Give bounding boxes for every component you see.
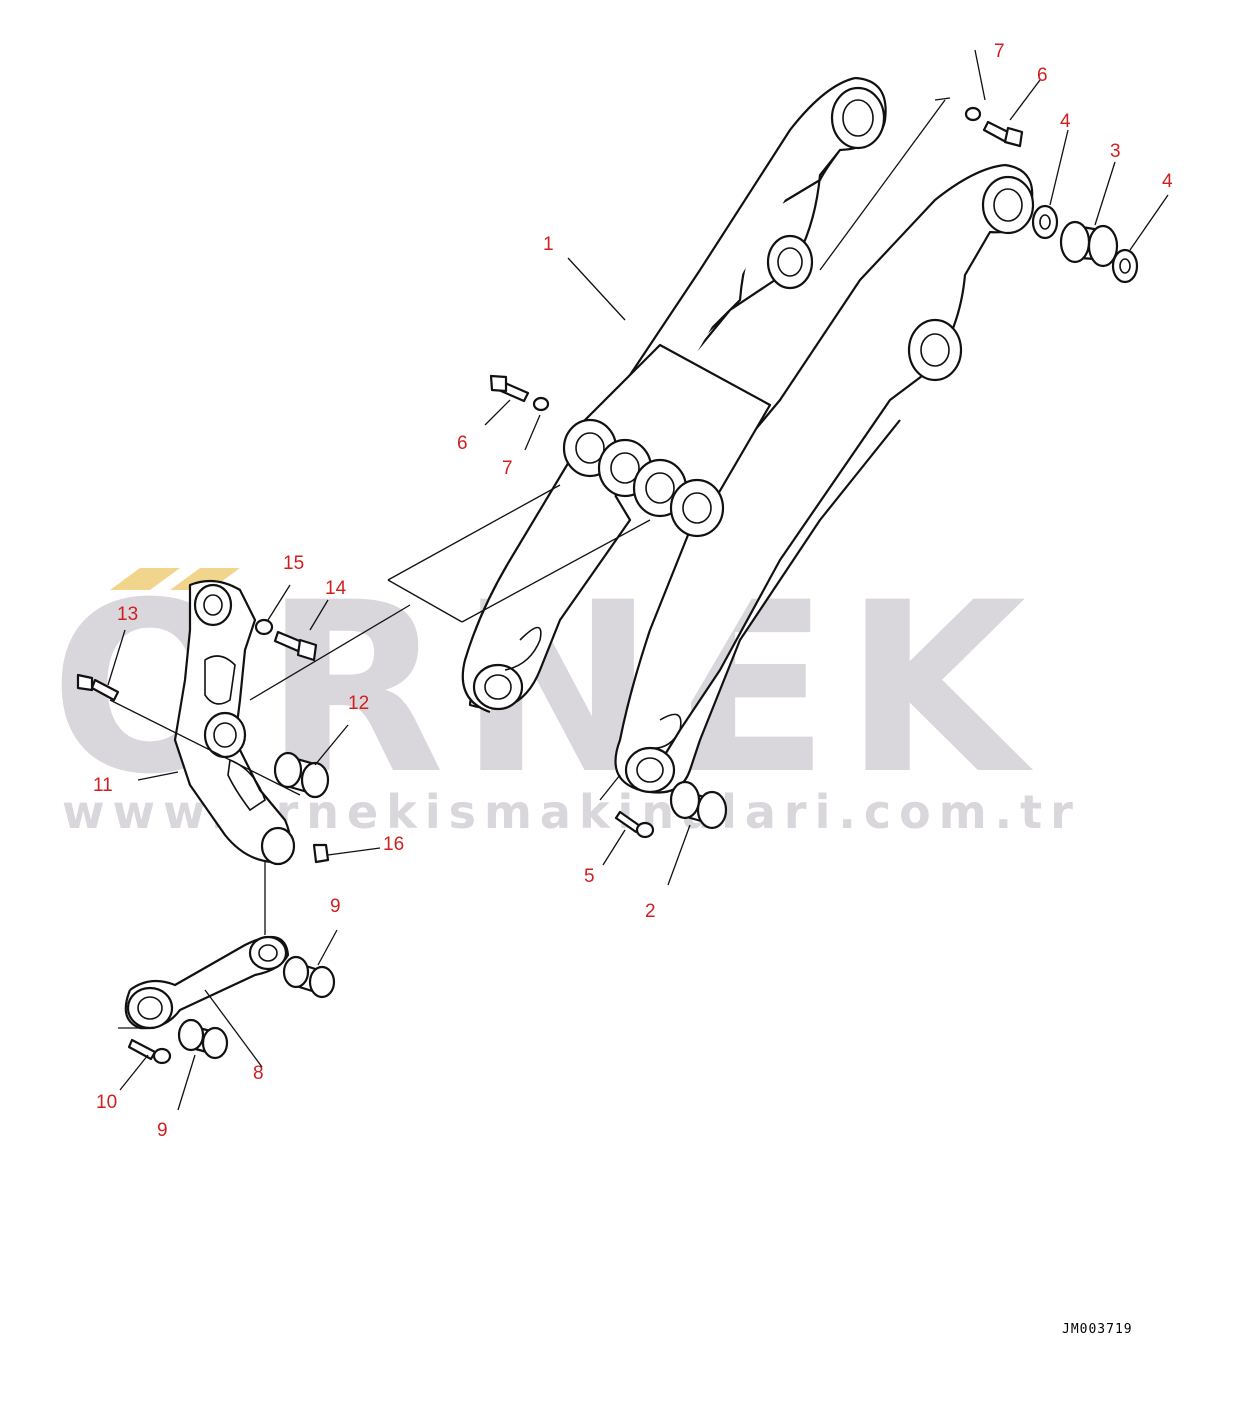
bushing-3 <box>1059 220 1119 268</box>
bell-crank-11 <box>173 579 296 866</box>
washer-7-top <box>964 106 982 122</box>
callout-16: 16 <box>383 834 404 855</box>
callout-10: 10 <box>96 1092 117 1113</box>
bolt-14 <box>273 630 318 662</box>
bushing-9-upper <box>282 955 336 999</box>
bolt-6-top <box>982 120 1024 148</box>
grease-fitting-16 <box>312 843 330 864</box>
bolt-13 <box>76 673 120 702</box>
callout-9-upper: 9 <box>330 896 341 917</box>
bolt-10 <box>127 1038 172 1065</box>
callout-7-top: 7 <box>994 41 1005 62</box>
callout-5: 5 <box>584 866 595 887</box>
drawing-code: JM003719 <box>1062 1322 1133 1337</box>
bolt-5 <box>614 810 655 839</box>
link-8 <box>124 935 290 1030</box>
callout-6-mid: 6 <box>457 433 468 454</box>
callout-2: 2 <box>645 901 656 922</box>
callout-11: 11 <box>93 775 113 796</box>
callout-15: 15 <box>283 553 304 574</box>
bolt-6-mid <box>489 374 530 403</box>
callout-4-left: 4 <box>1060 111 1071 132</box>
washer-15 <box>254 618 274 636</box>
lift-arm-right <box>614 163 1035 794</box>
callout-1: 1 <box>543 234 554 255</box>
callout-7-mid: 7 <box>502 458 513 479</box>
leader-lines <box>107 49 1169 1111</box>
callout-4-right: 4 <box>1162 171 1173 192</box>
callout-6-top: 6 <box>1037 65 1048 86</box>
callout-13: 13 <box>117 604 138 625</box>
bushing-9-lower <box>177 1018 229 1060</box>
callout-14: 14 <box>325 578 347 599</box>
bushing-12 <box>273 751 330 799</box>
washer-7-mid <box>532 396 550 412</box>
bushing-2 <box>669 780 728 830</box>
shim-4-right <box>1111 248 1139 284</box>
cross-tube <box>562 343 772 538</box>
shim-4-left <box>1031 204 1059 240</box>
callout-3: 3 <box>1110 141 1121 162</box>
callout-9-lower: 9 <box>157 1120 168 1141</box>
callout-8: 8 <box>253 1063 264 1084</box>
callouts: 7 6 4 3 4 1 6 7 15 14 13 12 11 16 5 2 9 … <box>93 41 1173 1141</box>
callout-12: 12 <box>348 693 369 714</box>
